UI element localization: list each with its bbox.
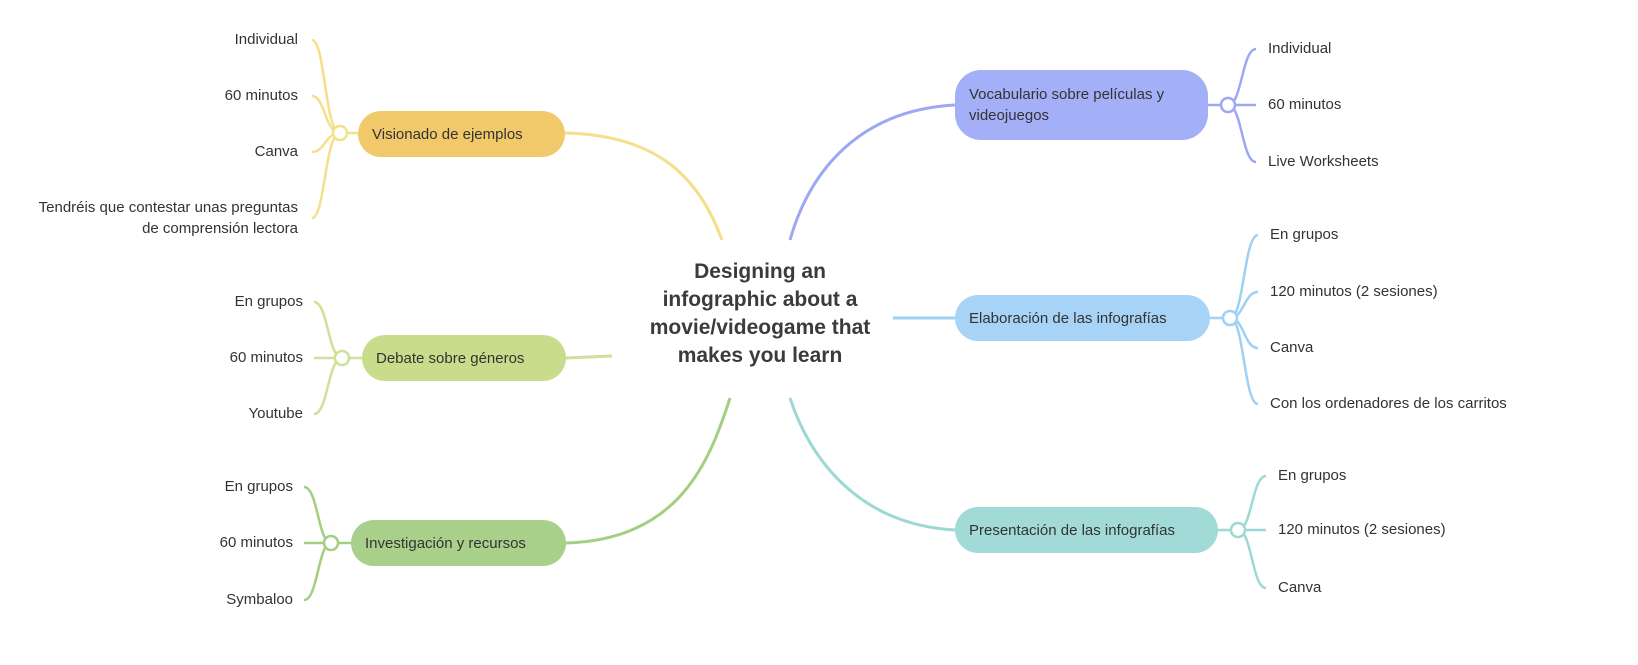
central-topic-line-3: movie/videogame that <box>649 316 871 339</box>
visionado-leaf-4[interactable]: Tendréis que contestar unas preguntas de… <box>38 199 298 237</box>
topic-investigacion-label: Investigación y recursos <box>365 534 526 552</box>
central-topic[interactable]: Designing an infographic about a movie/v… <box>630 258 890 370</box>
visionado-leaf-2[interactable]: 60 minutos <box>224 87 298 104</box>
visionado-leaf-3[interactable]: Canva <box>254 143 298 160</box>
connector-presentacion <box>788 397 956 532</box>
vocabulario-node <box>1219 96 1237 114</box>
vocabulario-leaf-3[interactable]: Live Worksheets <box>1268 153 1379 170</box>
topic-visionado-label: Visionado de ejemplos <box>372 125 523 143</box>
central-topic-line-2: infographic about a <box>662 288 858 311</box>
debate-leaf-1[interactable]: En grupos <box>234 293 303 310</box>
presentacion-leaf-3[interactable]: Canva <box>1278 579 1322 596</box>
visionado-leaf-1[interactable]: Individual <box>234 31 298 48</box>
elaboracion-leaf-4[interactable]: Con los ordenadores de los carritos <box>1270 395 1507 412</box>
topic-presentacion-label: Presentación de las infografías <box>969 521 1175 539</box>
connector-debate <box>565 354 613 360</box>
topic-investigacion[interactable]: Investigación y recursos <box>351 520 566 566</box>
investigacion-leaf-3[interactable]: Symbaloo <box>226 591 293 608</box>
central-topic-line-1: Designing an <box>694 260 826 283</box>
investigacion-leaf-2[interactable]: 60 minutos <box>219 534 293 551</box>
connector-investigacion <box>565 397 732 545</box>
elaboracion-leaf-2[interactable]: 120 minutos (2 sesiones) <box>1270 283 1438 300</box>
topic-debate[interactable]: Debate sobre géneros <box>362 335 566 381</box>
investigacion-leaf-1[interactable]: En grupos <box>224 478 293 495</box>
central-topic-line-4: makes you learn <box>677 344 843 367</box>
topic-elaboracion-label: Elaboración de las infografías <box>969 309 1167 327</box>
topic-debate-label: Debate sobre géneros <box>376 349 525 367</box>
presentacion-leaf-2[interactable]: 120 minutos (2 sesiones) <box>1278 521 1446 538</box>
connector-vocabulario <box>788 103 956 241</box>
vocabulario-leaf-1[interactable]: Individual <box>1268 40 1332 57</box>
debate-node <box>333 349 351 367</box>
debate-leaf-2[interactable]: 60 minutos <box>229 349 303 366</box>
investigacion-node <box>322 534 340 552</box>
topic-vocabulario-label: Vocabulario sobre películas y videojuego… <box>969 86 1165 124</box>
topic-elaboracion[interactable]: Elaboración de las infografías <box>955 295 1210 341</box>
topic-presentacion[interactable]: Presentación de las infografías <box>955 507 1218 553</box>
topic-visionado[interactable]: Visionado de ejemplos <box>358 111 565 157</box>
presentacion-node <box>1229 521 1247 539</box>
elaboracion-leaf-1[interactable]: En grupos <box>1270 226 1339 243</box>
debate-leaf-3[interactable]: Youtube <box>248 405 303 422</box>
topic-vocabulario[interactable]: Vocabulario sobre películas y videojuego… <box>955 70 1208 140</box>
vocabulario-leaf-2[interactable]: 60 minutos <box>1268 96 1342 113</box>
visionado-node <box>331 124 349 142</box>
elaboracion-leaf-3[interactable]: Canva <box>1270 339 1314 356</box>
connector-visionado <box>564 131 724 241</box>
elaboracion-node <box>1221 309 1239 327</box>
presentacion-leaf-1[interactable]: En grupos <box>1278 467 1347 484</box>
